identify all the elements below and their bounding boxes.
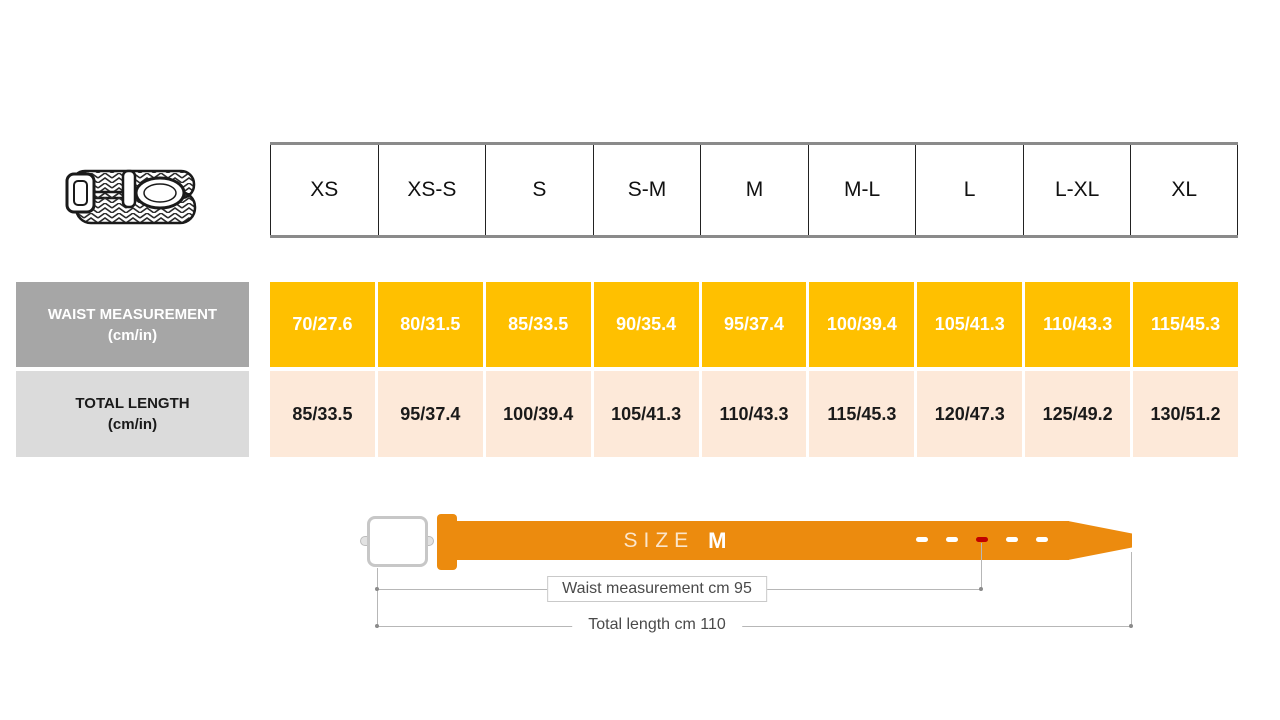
waist-value-cell: 115/45.3 <box>1133 282 1238 367</box>
belt-hole <box>916 537 928 542</box>
tip-guide-line <box>1131 552 1132 627</box>
belt-hole <box>1006 537 1018 542</box>
size-header-cell: S-M <box>592 145 701 235</box>
size-header-cell: XS <box>270 145 378 235</box>
size-header-cell: L <box>915 145 1023 235</box>
belt-keeper <box>437 514 457 570</box>
braided-belt-icon <box>65 169 197 225</box>
waist-value-cell: 90/35.4 <box>593 282 699 367</box>
belt-strap <box>455 521 1069 560</box>
size-header-cell: XL <box>1130 145 1238 235</box>
size-header-cell: L-XL <box>1022 145 1131 235</box>
belt-hole-selected <box>976 537 988 542</box>
line-endpoint <box>979 587 983 591</box>
waist-value-cell: 100/39.4 <box>809 282 915 367</box>
hole-guide-line <box>981 543 982 589</box>
total-measure-line <box>377 626 1132 627</box>
total-value-cell: 110/43.3 <box>701 371 807 457</box>
waist-label-line1: WAIST MEASUREMENT <box>47 305 218 323</box>
line-endpoint <box>375 624 379 628</box>
waist-value-cell: 70/27.6 <box>270 282 375 367</box>
size-header-cell: S <box>485 145 593 235</box>
belt-hole <box>1036 537 1048 542</box>
belt-hole <box>946 537 958 542</box>
size-header-cell: XS-S <box>377 145 486 235</box>
total-label-line1: TOTAL LENGTH <box>75 395 190 412</box>
size-label: SIZE <box>623 528 695 552</box>
belt-buckle-icon <box>367 516 428 567</box>
total-value-cell: 130/51.2 <box>1133 371 1238 457</box>
total-value-cell: 115/45.3 <box>809 371 915 457</box>
waist-value-cell: 110/43.3 <box>1025 282 1131 367</box>
waist-label-line2: (cm/in) <box>107 326 158 344</box>
total-label-line2: (cm/in) <box>107 416 158 433</box>
total-value-cell: 85/33.5 <box>270 371 375 457</box>
line-endpoint <box>1129 624 1133 628</box>
waist-value-cell: 80/31.5 <box>377 282 483 367</box>
total-length-values: 85/33.5 95/37.4 100/39.4 105/41.3 110/43… <box>270 371 1238 457</box>
waist-value-cell: 85/33.5 <box>485 282 591 367</box>
total-value-cell: 100/39.4 <box>485 371 591 457</box>
waist-measurement-values: 70/27.6 80/31.5 85/33.5 90/35.4 95/37.4 … <box>270 282 1238 367</box>
buckle-guide-line <box>377 568 378 628</box>
total-value-cell: 105/41.3 <box>593 371 699 457</box>
size-header-cell: M-L <box>807 145 916 235</box>
total-value-cell: 120/47.3 <box>917 371 1023 457</box>
size-value: M <box>708 527 727 553</box>
waist-value-cell: 95/37.4 <box>701 282 807 367</box>
waist-value-cell: 105/41.3 <box>917 282 1023 367</box>
waist-measurement-note: Waist measurement cm 95 <box>547 576 767 602</box>
belt-size-text: SIZE M <box>535 521 815 560</box>
total-length-label: TOTAL LENGTH (cm/in) <box>16 371 249 457</box>
line-endpoint <box>375 587 379 591</box>
waist-measurement-label: WAIST MEASUREMENT (cm/in) <box>16 282 249 367</box>
size-header-row: XS XS-S S S-M M M-L L L-XL XL <box>270 142 1238 238</box>
size-header-cell: M <box>700 145 808 235</box>
belt-tip <box>1068 521 1132 560</box>
total-value-cell: 95/37.4 <box>377 371 483 457</box>
total-value-cell: 125/49.2 <box>1025 371 1131 457</box>
total-length-note: Total length cm 110 <box>572 616 742 634</box>
